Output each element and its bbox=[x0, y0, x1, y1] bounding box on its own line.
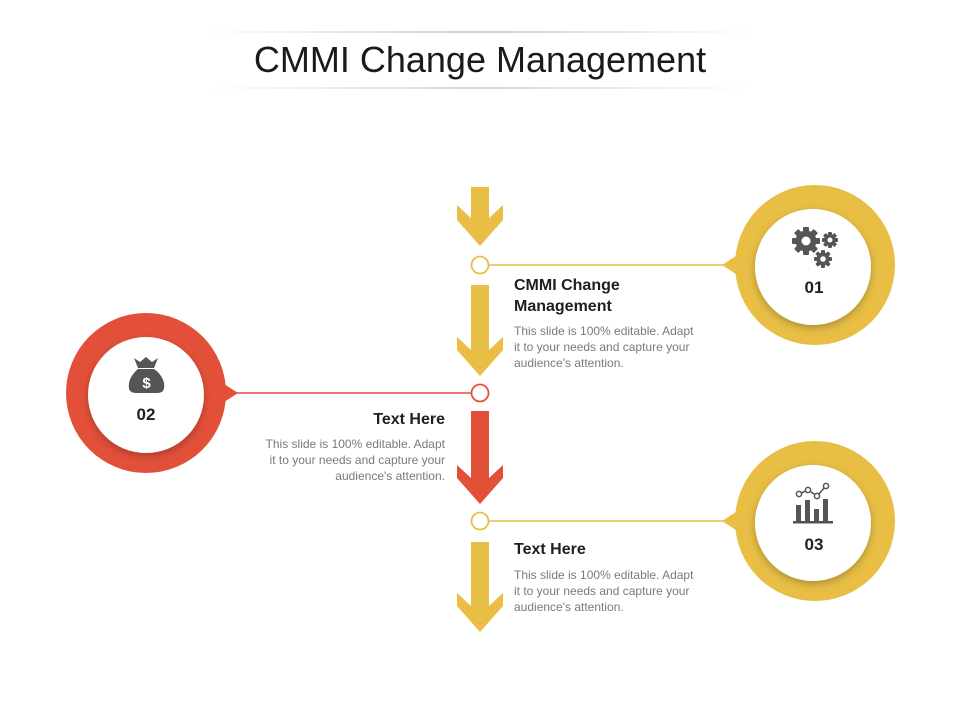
badge-number-02: 02 bbox=[136, 405, 156, 424]
item-03-body-line-1: This slide is 100% editable. Adapt bbox=[514, 568, 694, 582]
junction-node-03 bbox=[470, 511, 490, 531]
badge-number-03: 03 bbox=[804, 535, 824, 554]
badge-ring-01 bbox=[722, 185, 895, 345]
arrow-segment-2 bbox=[457, 285, 503, 376]
item-01-body-line-1: This slide is 100% editable. Adapt bbox=[514, 324, 694, 338]
arrow-segment-1 bbox=[457, 187, 503, 246]
item-02-body: This slide is 100% editable. Adapt it to… bbox=[240, 436, 445, 484]
item-03-heading: Text Here bbox=[514, 541, 586, 558]
item-02-body-line-1: This slide is 100% editable. Adapt bbox=[265, 437, 445, 451]
item-03-body: This slide is 100% editable. Adapt it to… bbox=[514, 567, 719, 615]
arrow-segment-4 bbox=[457, 542, 503, 632]
money-bag-icon: $ bbox=[128, 357, 165, 393]
title-bottom-rule bbox=[205, 87, 755, 89]
junction-node-01 bbox=[470, 255, 490, 275]
item-02-body-line-2: it to your needs and capture your bbox=[269, 453, 445, 467]
bar-chart-icon bbox=[793, 482, 833, 524]
item-03-body-line-3: audience's attention. bbox=[514, 600, 624, 614]
arrow-segment-3 bbox=[457, 411, 503, 504]
item-01-body-line-3: audience's attention. bbox=[514, 356, 624, 370]
item-01-body: This slide is 100% editable. Adapt it to… bbox=[514, 323, 719, 371]
gears-icon bbox=[792, 227, 838, 268]
item-01-heading-line-2: Management bbox=[514, 298, 612, 315]
badge-number-01: 01 bbox=[804, 278, 824, 297]
item-01-heading-line-1: CMMI Change bbox=[514, 277, 620, 294]
item-01-heading: CMMI Change Management bbox=[514, 275, 620, 317]
slide-title: CMMI Change Management bbox=[253, 39, 707, 80]
badge-ring-02 bbox=[66, 313, 238, 473]
item-02-body-line-3: audience's attention. bbox=[335, 469, 445, 483]
item-02-heading: Text Here bbox=[373, 411, 445, 428]
title-top-rule bbox=[205, 31, 755, 33]
item-01-body-line-2: it to your needs and capture your bbox=[514, 340, 690, 354]
svg-text:$: $ bbox=[142, 375, 151, 392]
junction-node-02 bbox=[470, 383, 490, 403]
item-03-body-line-2: it to your needs and capture your bbox=[514, 584, 690, 598]
